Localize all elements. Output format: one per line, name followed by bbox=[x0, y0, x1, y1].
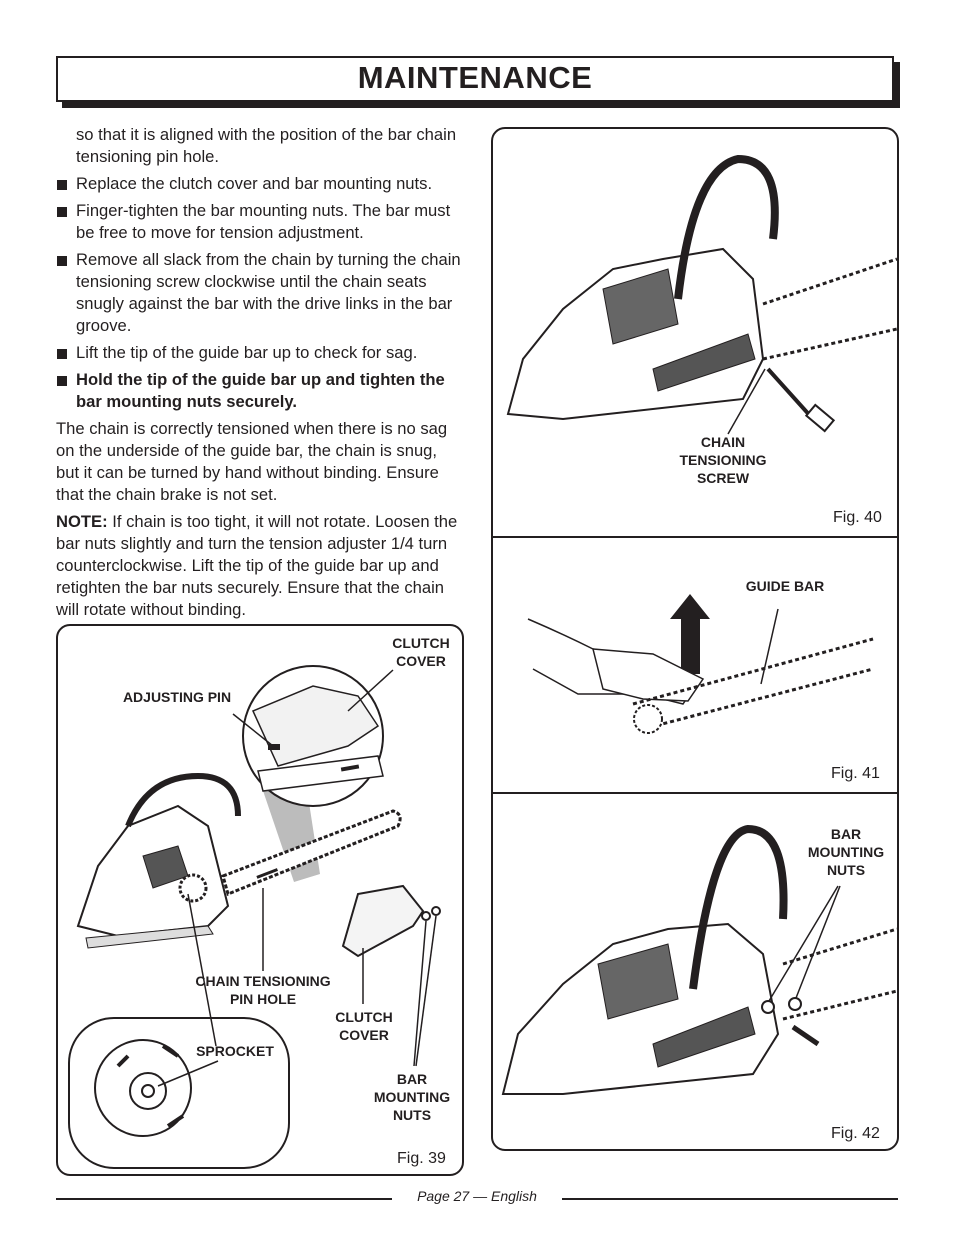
fig42-wrench bbox=[791, 1024, 820, 1047]
fig40-screwdriver bbox=[766, 367, 815, 421]
fig41-up-arrow bbox=[670, 594, 710, 674]
fig41-sprocket bbox=[633, 704, 663, 734]
figures-40-42-panel: CHAIN TENSIONING SCREW Fig. 40 GUIDE BAR… bbox=[491, 127, 899, 1151]
label-clutch-cover-bottom: CLUTCH COVER bbox=[335, 1009, 393, 1043]
sprocket-inset-center bbox=[141, 1084, 155, 1098]
label-guide-bar: GUIDE BAR bbox=[745, 578, 825, 594]
page-number: Page 27 — English bbox=[417, 1188, 537, 1204]
bullet-square-icon bbox=[57, 256, 67, 266]
label-chain-tensioning-screw: CHAIN TENSIONING SCREW bbox=[679, 434, 767, 486]
bullet-item: Lift the tip of the guide bar up to chec… bbox=[56, 342, 464, 364]
header-banner: MAINTENANCE bbox=[56, 56, 894, 102]
note-paragraph: NOTE: If chain is too tight, it will not… bbox=[56, 511, 464, 621]
instructions-column: so that it is aligned with the position … bbox=[56, 124, 464, 626]
bullet-square-icon bbox=[57, 207, 67, 217]
fig42-mounting-nut bbox=[788, 997, 802, 1011]
zoom-bar bbox=[257, 755, 384, 792]
bullet-square-icon bbox=[57, 349, 67, 359]
fig40-screwdriver-handle bbox=[804, 403, 836, 433]
note-label: NOTE: bbox=[56, 512, 108, 531]
label-clutch-cover: CLUTCH COVER bbox=[392, 635, 450, 669]
sprocket-inset-chain bbox=[116, 1044, 185, 1128]
leader-line bbox=[415, 915, 437, 1067]
label-chain-tensioning-pin-hole: CHAIN TENSIONING PIN HOLE bbox=[195, 973, 331, 1007]
bullet-item: Finger-tighten the bar mounting nuts. Th… bbox=[56, 200, 464, 244]
tensioning-pin-hole bbox=[256, 868, 278, 879]
clutch-cover bbox=[341, 884, 425, 958]
fig41-hand-glove bbox=[527, 618, 695, 705]
footer-rule-right bbox=[562, 1198, 898, 1200]
fig41-guide-bar bbox=[632, 637, 874, 731]
fig42-chain bbox=[782, 927, 897, 1021]
bullet-item: Remove all slack from the chain by turni… bbox=[56, 249, 464, 337]
fig42-mounting-nut bbox=[761, 1000, 775, 1014]
figure-41-number: Fig. 41 bbox=[831, 765, 880, 782]
leader-line bbox=[795, 885, 841, 999]
note-text: If chain is too tight, it will not rotat… bbox=[56, 512, 458, 619]
figure-40-number: Fig. 40 bbox=[833, 509, 882, 526]
label-adjusting-pin: ADJUSTING PIN bbox=[122, 689, 232, 705]
figure-42-number: Fig. 42 bbox=[831, 1125, 880, 1142]
chainsaw-handle bbox=[125, 772, 241, 828]
figure-divider bbox=[493, 792, 897, 794]
leader-line bbox=[347, 669, 394, 712]
footer-rule-left bbox=[56, 1198, 392, 1200]
chainsaw-base bbox=[85, 925, 214, 949]
bullet-text: Finger-tighten the bar mounting nuts. Th… bbox=[76, 201, 451, 242]
mounting-nut bbox=[421, 911, 431, 921]
label-bar-mounting-nuts: BAR MOUNTING NUTS bbox=[807, 826, 885, 878]
fig42-engine bbox=[597, 943, 679, 1020]
continuation-text: so that it is aligned with the position … bbox=[76, 125, 457, 166]
bullet-item: Hold the tip of the guide bar up and tig… bbox=[56, 369, 464, 413]
fig42-cover bbox=[652, 1006, 756, 1068]
fig41-glove bbox=[592, 648, 705, 702]
leader-line bbox=[157, 1060, 219, 1087]
label-bar-mounting-nuts: BAR MOUNTING NUTS bbox=[373, 1071, 451, 1123]
bullet-text: Replace the clutch cover and bar mountin… bbox=[76, 174, 433, 193]
bullet-text: Lift the tip of the guide bar up to chec… bbox=[76, 343, 418, 362]
leader-line bbox=[727, 368, 766, 435]
mounting-nut bbox=[431, 906, 441, 916]
figure-divider bbox=[493, 536, 897, 538]
bullet-text: Hold the tip of the guide bar up and tig… bbox=[76, 370, 445, 411]
tension-paragraph: The chain is correctly tensioned when th… bbox=[56, 419, 448, 504]
zoom-adjusting-pin bbox=[268, 744, 280, 750]
page-title: MAINTENANCE bbox=[357, 60, 593, 95]
fig40-cover bbox=[652, 333, 756, 392]
leader-line bbox=[232, 713, 274, 747]
leader-line bbox=[760, 608, 779, 685]
leader-line bbox=[413, 920, 427, 1067]
figure-39-illustration bbox=[68, 665, 441, 1169]
label-sprocket: SPROCKET bbox=[196, 1043, 274, 1059]
zoom-housing bbox=[251, 685, 380, 767]
chainsaw-sprocket bbox=[178, 873, 208, 903]
leader-line bbox=[768, 885, 839, 1002]
bullet-square-icon bbox=[57, 376, 67, 386]
bullet-item: Replace the clutch cover and bar mountin… bbox=[56, 173, 464, 195]
fig40-chain bbox=[762, 257, 897, 361]
bullet-square-icon bbox=[57, 180, 67, 190]
figure-39-number: Fig. 39 bbox=[397, 1150, 446, 1167]
bullet-text: Remove all slack from the chain by turni… bbox=[76, 250, 461, 335]
fig40-engine bbox=[602, 268, 679, 345]
zoom-pin-hole bbox=[340, 764, 360, 772]
fig40-handle bbox=[674, 154, 779, 300]
figures-40-42-illustration bbox=[501, 154, 897, 1095]
leader-line bbox=[187, 893, 217, 1047]
figure-39-panel: CLUTCH COVER ADJUSTING PIN CHAIN TENSION… bbox=[56, 624, 464, 1176]
fig42-handle bbox=[689, 824, 788, 990]
